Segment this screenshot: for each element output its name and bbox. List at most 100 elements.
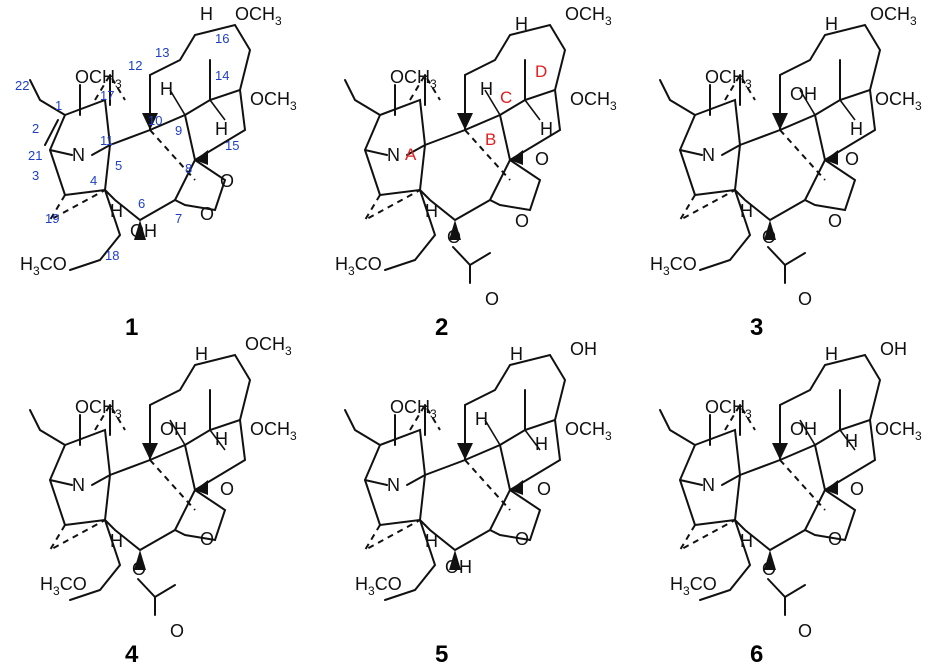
hydroxyl-label: OH <box>570 339 597 359</box>
hydrogen-label: H <box>825 344 838 364</box>
oxygen-label: O <box>845 149 859 169</box>
hydrogen-label: H <box>740 531 753 551</box>
hydroxyl-label: OH <box>160 419 187 439</box>
oxygen-label: O <box>850 479 864 499</box>
atom-number: 12 <box>128 58 142 73</box>
atom-number: 14 <box>215 68 229 83</box>
atom-number: 13 <box>155 45 169 60</box>
hydroxyl-label: OH <box>790 419 817 439</box>
oxygen-label: O <box>515 211 529 231</box>
hydrogen-label: H <box>480 79 493 99</box>
hydrogen-label: H <box>515 14 528 34</box>
compound-id: 2 <box>435 314 448 341</box>
atom-number: 11 <box>100 133 114 148</box>
atom-number: 5 <box>115 158 122 173</box>
methoxy-label: OCH3 <box>870 4 917 28</box>
ring-label-a: A <box>405 145 417 164</box>
atom-number: 2 <box>32 121 39 136</box>
hydrogen-label: H <box>540 119 553 139</box>
atom-number: 18 <box>105 248 119 263</box>
hydrogen-label: H <box>845 431 858 451</box>
compound-id: 6 <box>750 641 763 667</box>
atom-number: 22 <box>15 78 29 93</box>
ester-oxygen-label: O <box>447 227 461 247</box>
nitrogen-label: N <box>702 145 715 165</box>
methoxy-methyl-label: H3CO <box>670 574 717 598</box>
hydrogen-label: H <box>825 14 838 34</box>
compound-id: 3 <box>750 314 763 341</box>
methoxy-methyl-label: H3CO <box>650 254 697 278</box>
atom-number: 6 <box>138 196 145 211</box>
oxygen-label: O <box>200 529 214 549</box>
hydrogen-label: H <box>740 201 753 221</box>
atom-number: 4 <box>90 173 97 188</box>
hydrogen-label: H <box>160 79 173 99</box>
hydrogen-label: H <box>215 429 228 449</box>
ester-oxygen-label: O <box>132 559 146 579</box>
structure-2: OCH3 OCH3 OCH3 N H H H H O O O O H3CO A … <box>335 4 617 341</box>
oxygen-label: O <box>828 211 842 231</box>
nitrogen-label: N <box>387 145 400 165</box>
atom-number: 1 <box>55 98 62 113</box>
structure-5: OCH3 OH OCH3 N H H H H O O OH H3CO 5 <box>344 339 612 667</box>
structure-3: OCH3 OCH3 OCH3 N OH H H H O O O O H3CO 3 <box>650 4 922 341</box>
oxygen-label: O <box>828 529 842 549</box>
hydrogen-label: H <box>110 201 123 221</box>
atom-number: 10 <box>148 113 162 128</box>
methoxy-methyl-label: H3CO <box>355 574 402 598</box>
atom-number: 7 <box>175 211 182 226</box>
methoxy-label: OCH3 <box>250 419 297 443</box>
atom-number: 15 <box>225 138 239 153</box>
structure-6: OCH3 OH OCH3 N OH H H H O O O O H3CO 6 <box>659 339 922 667</box>
carbonyl-oxygen-label: O <box>485 289 499 309</box>
methoxy-methyl-label: H3CO <box>20 254 67 278</box>
nitrogen-label: N <box>387 475 400 495</box>
hydrogen-label: H <box>425 531 438 551</box>
methoxy-label: OCH3 <box>250 89 297 113</box>
nitrogen-label: N <box>72 145 85 165</box>
methoxy-label: OCH3 <box>235 4 282 28</box>
hydrogen-label: H <box>510 344 523 364</box>
hydrogen-label: H <box>110 531 123 551</box>
methoxy-label: OCH3 <box>875 419 922 443</box>
oxygen-label: O <box>537 479 551 499</box>
methoxy-label: OCH3 <box>390 67 437 91</box>
atom-number: 19 <box>45 211 59 226</box>
atom-number: 3 <box>32 168 39 183</box>
compound-id: 5 <box>435 641 448 667</box>
methoxy-methyl-label: H3CO <box>335 254 382 278</box>
ester-oxygen-label: O <box>762 227 776 247</box>
hydrogen-label: H <box>850 119 863 139</box>
hydrogen-label: H <box>200 4 213 24</box>
hydrogen-label: H <box>215 119 228 139</box>
hydrogen-label: H <box>425 201 438 221</box>
oxygen-label: O <box>220 171 234 191</box>
ester-oxygen-label: O <box>762 559 776 579</box>
hydrogen-label: H <box>195 344 208 364</box>
structure-1: OCH3 OCH3 OCH3 N H H H H O O OH H3CO 1 2… <box>15 4 297 341</box>
hydrogen-label: H <box>475 409 488 429</box>
methoxy-label: OCH3 <box>705 67 752 91</box>
atom-number: 21 <box>28 148 42 163</box>
hydroxyl-label: OH <box>130 221 157 241</box>
nitrogen-label: N <box>702 475 715 495</box>
atom-number: 9 <box>175 123 182 138</box>
methoxy-label: OCH3 <box>565 4 612 28</box>
compound-id: 1 <box>125 314 138 341</box>
methoxy-methyl-label: H3CO <box>40 574 87 598</box>
oxygen-label: O <box>220 479 234 499</box>
hydroxyl-label: OH <box>880 339 907 359</box>
oxygen-label: O <box>535 149 549 169</box>
atom-number: 17 <box>100 88 114 103</box>
methoxy-label: OCH3 <box>75 67 122 91</box>
methoxy-label: OCH3 <box>390 397 437 421</box>
methoxy-label: OCH3 <box>565 419 612 443</box>
methoxy-label: OCH3 <box>245 334 292 358</box>
hydroxyl-label: OH <box>445 557 472 577</box>
ring-label-c: C <box>500 88 512 107</box>
ring-label-b: B <box>485 130 496 149</box>
structure-4: OCH3 OCH3 OCH3 N OH H H H O O O O H3CO 4 <box>29 334 297 667</box>
nitrogen-label: N <box>72 475 85 495</box>
oxygen-label: O <box>200 204 214 224</box>
atom-number: 8 <box>185 161 192 176</box>
